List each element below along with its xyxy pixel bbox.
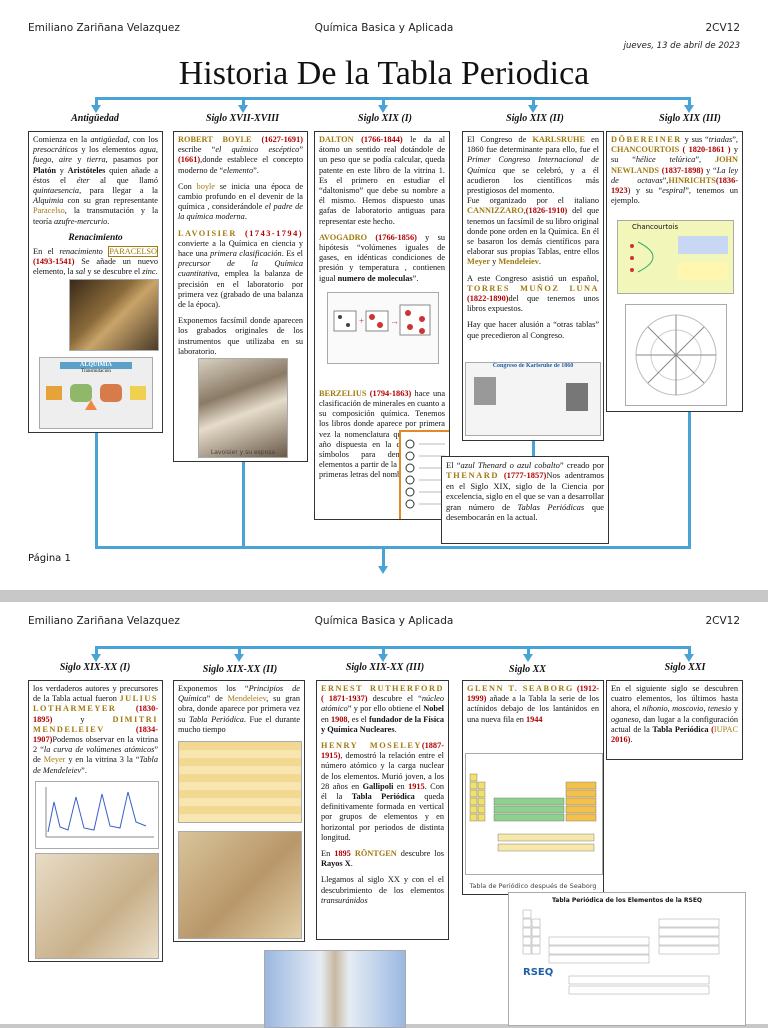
arrow-icon — [238, 105, 248, 113]
arrow-icon — [234, 654, 244, 662]
box-siglo-xvii-xviii: ROBERT BOYLE (1627-1691) escribe “el quí… — [173, 131, 308, 462]
section-siglo-xix-xx-i: Siglo XIX-XX (I) — [59, 662, 131, 673]
molecule-icon: + → — [333, 304, 431, 336]
timeline-top-line — [95, 97, 690, 100]
box-siglo-xix-xx-iii: ERNEST RUTHERFORD ( 1871-1937) descubre … — [316, 680, 449, 940]
box-thenard: El “azul Thenard o azul cobalto” creado … — [441, 456, 609, 544]
group-code: 2CV12 — [705, 22, 740, 34]
spiral-icon — [635, 314, 717, 396]
arrow-icon — [378, 654, 388, 662]
connector — [95, 433, 98, 549]
group-code: 2CV12 — [705, 615, 740, 627]
moseley-photo — [264, 950, 406, 1028]
arrow-icon — [528, 105, 538, 113]
paracelso-portrait — [69, 279, 159, 351]
box-siglo-xx: GLENN T. SEABORG (1912-1999) añade a la … — [462, 680, 604, 895]
curve-icon — [45, 787, 154, 838]
section-siglo-xx: Siglo XX — [509, 664, 546, 675]
timeline-top-line — [95, 646, 690, 649]
connector — [242, 97, 245, 107]
connector — [382, 646, 385, 656]
seaborg-table — [465, 753, 603, 875]
berzelius-symbols — [399, 430, 449, 519]
connector — [238, 646, 241, 656]
box-siglo-xix-iii: DÖBEREINER y sus “triadas”, CHANCOURTOIS… — [606, 131, 743, 412]
hinrichs-spiral — [625, 304, 727, 406]
subject-name: Química Basica y Aplicada — [314, 22, 454, 34]
section-antiguedad: Antigüedad — [71, 113, 119, 124]
section-siglo-xix-iii: Siglo XIX (III) — [659, 113, 721, 124]
arrow-icon — [91, 105, 101, 113]
lavoisier-portrait: Lavoisier y su esposa — [198, 358, 288, 458]
karlsruhe-image: Congreso de Karlsruhe de 1860 — [465, 362, 601, 436]
section-siglo-xvii-xviii: Siglo XVII-XVIII — [205, 113, 280, 124]
box-siglo-xix-xx-i: los verdaderos autores y precursores de … — [28, 680, 163, 962]
connector — [532, 441, 535, 456]
periodic-grid-icon — [522, 909, 720, 995]
mendeleiev-periodic-table — [178, 741, 302, 823]
section-siglo-xxi: Siglo XXI — [664, 662, 706, 673]
page-2: Emiliano Zariñana Velazquez Química Basi… — [0, 602, 768, 1028]
rseq-periodic-table: Tabla Periódica de los Elementos de la R… — [508, 892, 746, 1026]
arrow-icon — [378, 566, 388, 574]
box-siglo-xix-xx-ii: Exponemos los “Principios de Química” de… — [173, 680, 305, 942]
connector — [688, 412, 691, 549]
meyer-curve-chart — [35, 781, 159, 849]
section-siglo-xix-xx-iii: Siglo XIX-XX (III) — [345, 662, 425, 673]
alquimia-flow-icon — [46, 383, 146, 410]
mendeleiev-manuscript — [178, 831, 302, 939]
arrow-icon — [91, 654, 101, 662]
connector — [382, 546, 385, 568]
date: jueves, 13 de abril de 2023 — [623, 41, 740, 51]
connector — [688, 97, 691, 107]
arrow-icon — [378, 105, 388, 113]
arrow-icon — [684, 105, 694, 113]
mendeleiev-table-image — [35, 853, 159, 959]
timeline-bottom-line — [95, 546, 691, 549]
arrow-icon — [523, 654, 533, 662]
periodic-grid-icon — [469, 773, 597, 852]
box-siglo-xxi: En el siguiente siglo se descubren cuatr… — [606, 680, 743, 760]
connector — [527, 646, 530, 656]
section-siglo-xix-ii: Siglo XIX (II) — [506, 113, 564, 124]
connector — [532, 97, 535, 107]
page-1: Emiliano Zariñana Velazquez Química Basi… — [0, 0, 768, 590]
connector — [688, 646, 691, 656]
box-siglo-xix-i: DALTON (1766-1844) le da al átomo un sen… — [314, 131, 450, 520]
helix-icon — [630, 235, 728, 280]
box-antiguedad: Comienza en la antigüedad, con los preso… — [28, 131, 163, 433]
connector — [95, 97, 98, 107]
avogadro-diagram: + → — [327, 292, 439, 364]
chancourtois-image: Chancourtois — [617, 220, 734, 294]
section-siglo-xix-xx-ii: Siglo XIX-XX (II) — [202, 664, 278, 675]
box-siglo-xix-ii: El Congreso de KARLSRUHE en 1860 fue det… — [462, 131, 604, 441]
svg-text:+: + — [359, 316, 364, 326]
page-title: Historia De la Tabla Periodica — [178, 55, 590, 92]
author-name: Emiliano Zariñana Velazquez — [28, 615, 180, 627]
svg-text:→: → — [390, 316, 399, 326]
connector — [382, 97, 385, 107]
section-siglo-xix-i: Siglo XIX (I) — [358, 113, 412, 124]
arrow-icon — [684, 654, 694, 662]
connector — [242, 462, 245, 549]
alquimia-diagram: ALQUIMIA Transmutación — [39, 357, 153, 429]
renacimiento-heading: Renacimiento — [68, 232, 123, 243]
connector — [95, 646, 98, 656]
author-name: Emiliano Zariñana Velazquez — [28, 22, 180, 34]
subject-name: Química Basica y Aplicada — [314, 615, 454, 627]
page-number: Página 1 — [28, 553, 71, 564]
symbols-icon — [405, 439, 445, 509]
rseq-logo: RSEQ — [523, 967, 554, 978]
